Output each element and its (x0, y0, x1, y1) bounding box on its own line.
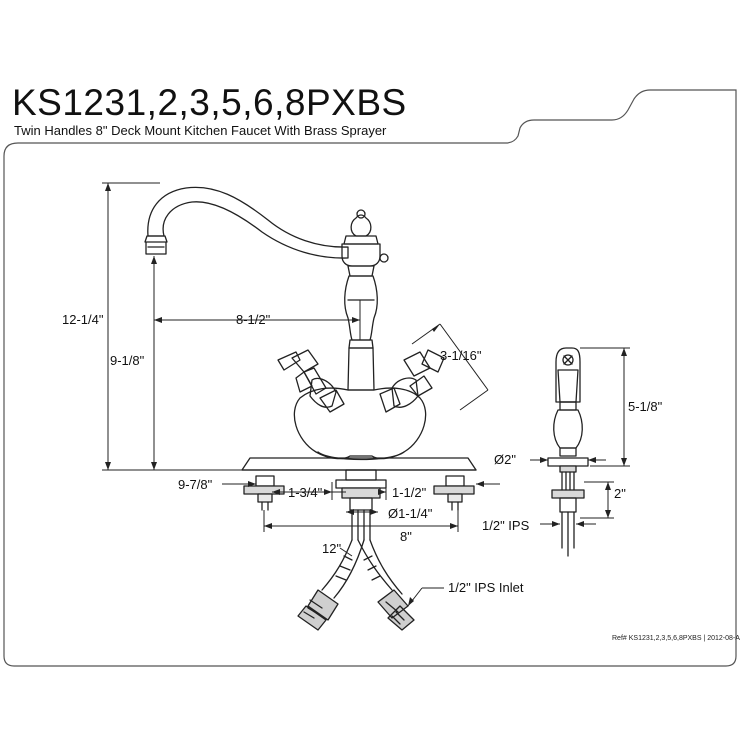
dim-shank-right: 1-1/2" (392, 485, 427, 500)
dim-spout-height: 9-1/8" (110, 353, 145, 368)
dim-spout-reach: 8-1/2" (236, 312, 271, 327)
sprayer (547, 347, 589, 557)
left-inlet-nut (297, 589, 339, 631)
dim-sprayer-diameter: Ø2" (494, 452, 516, 467)
faucet-spout (147, 186, 349, 259)
right-mount-nut (433, 475, 475, 511)
dim-shank-left: 1-3/4" (288, 485, 323, 500)
faucet-finial (350, 214, 372, 237)
dim-sprayer-shank: 2" (614, 486, 626, 501)
dim-inlet: 1/2" IPS Inlet (448, 580, 524, 595)
left-mount-nut (243, 475, 285, 511)
faucet-body (344, 275, 378, 341)
dim-sprayer-ips: 1/2" IPS (482, 518, 530, 533)
dim-shank-diameter: Ø1-1/4" (388, 506, 433, 521)
dim-supply-length: 12" (322, 541, 341, 556)
dim-plate-depth: 9-7/8" (178, 477, 213, 492)
aerator (144, 235, 168, 255)
dim-handle-length: 3-1/16" (440, 348, 482, 363)
dim-sprayer-height: 5-1/8" (628, 399, 663, 414)
left-handle (277, 349, 345, 413)
dim-centers: 8" (400, 529, 412, 544)
drawing-frame (3, 89, 737, 667)
reference-number: Ref# KS1231,2,3,5,6,8PXBS | 2012-08-A (612, 635, 740, 642)
model-number: KS1231,2,3,5,6,8PXBS (12, 82, 407, 123)
dim-overall-height: 12-1/4" (62, 312, 104, 327)
center-shank (335, 469, 387, 541)
right-supply-line (357, 539, 403, 595)
faucet-bridge (293, 387, 427, 460)
product-description: Twin Handles 8" Deck Mount Kitchen Fauce… (14, 123, 387, 138)
right-handle (379, 349, 445, 413)
